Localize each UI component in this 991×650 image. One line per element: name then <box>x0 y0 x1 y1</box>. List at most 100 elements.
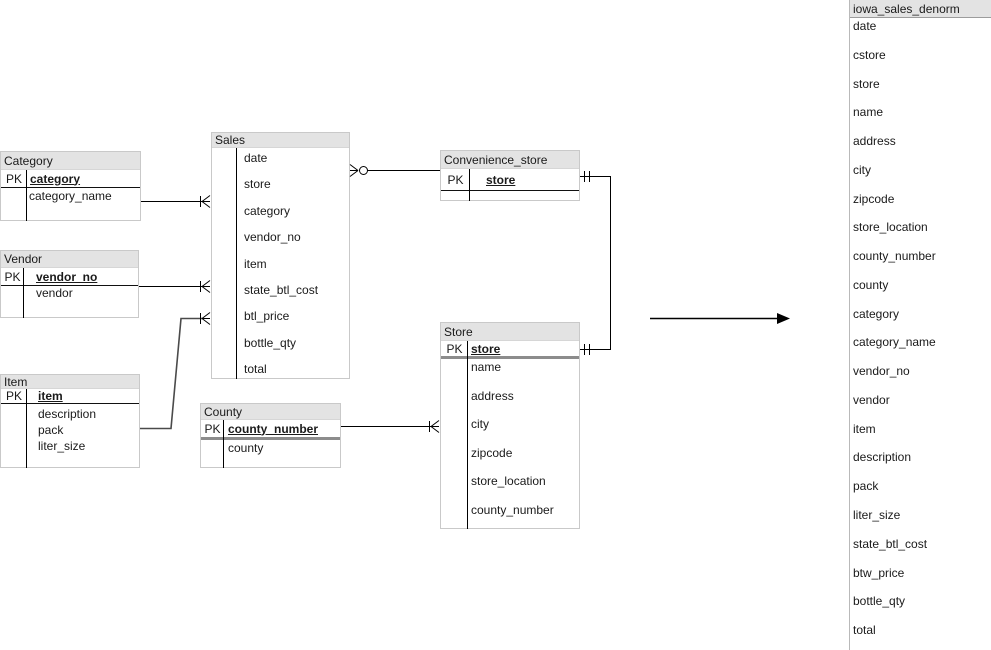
pk-row: PK store <box>441 341 579 359</box>
panel-iowa-sales-denorm[interactable]: iowa_sales_denorm date cstore store name add… <box>849 0 991 650</box>
field-name: name <box>471 360 502 374</box>
field-store: store <box>853 76 880 91</box>
table-convenience-store[interactable]: Convenience_store PK store <box>440 150 580 201</box>
field-address: address <box>853 134 896 149</box>
table-vendor[interactable]: Vendor PK vendor_no vendor <box>0 250 139 318</box>
field-category_name: category_name <box>29 189 112 203</box>
field-category_name: category_name <box>853 335 936 350</box>
field-item: item <box>853 421 876 436</box>
table-county[interactable]: County PK county_number county <box>200 403 341 468</box>
field-name: name <box>853 105 884 120</box>
pk-row: PK category <box>1 170 140 188</box>
rel-convenience-store-store[interactable] <box>580 171 611 355</box>
field-vendor: vendor <box>36 286 73 300</box>
pk-field-store: store <box>486 172 516 187</box>
table-store-title: Store <box>441 323 579 341</box>
crowfoot-many-icon <box>430 420 440 433</box>
field-list: vendor <box>1 286 138 317</box>
pk-row: PK county_number <box>201 420 340 440</box>
field-date: date <box>244 151 268 165</box>
table-category[interactable]: Category PK category category_name <box>0 151 141 221</box>
pk-field-item: item <box>38 389 63 403</box>
rel-vendor-sales[interactable] <box>139 280 211 293</box>
field-pack: pack <box>853 479 879 494</box>
field-list: date cstore store name address city zipcode sto… <box>850 18 991 650</box>
table-item-title: Item <box>1 375 139 389</box>
pk-field-vendor-no: vendor_no <box>36 269 98 284</box>
field-state_btl_cost: state_btl_cost <box>853 536 928 551</box>
field-list: county <box>201 440 340 464</box>
crowfoot-many-icon <box>349 164 359 177</box>
rel-category-sales[interactable] <box>141 195 211 208</box>
zero-circle-icon <box>359 166 368 175</box>
field-bottle_qty: bottle_qty <box>853 594 906 609</box>
field-description: description <box>38 407 97 421</box>
field-store: store <box>244 177 271 192</box>
field-category: category <box>244 203 291 218</box>
field-zipcode: zipcode <box>853 191 895 206</box>
field-total: total <box>853 623 876 638</box>
field-pack: pack <box>38 423 64 437</box>
pk-label: PK <box>204 421 221 436</box>
crowfoot-many-icon <box>201 195 211 208</box>
pk-label: PK <box>446 341 463 356</box>
pk-field-category: category <box>30 171 81 186</box>
pk-row: PK store <box>441 169 579 191</box>
field-county: county <box>228 441 264 455</box>
field-btl_price: btl_price <box>244 309 290 324</box>
field-vendor_no: vendor_no <box>244 230 301 245</box>
field-county: county <box>853 277 889 292</box>
rel-county-store[interactable] <box>341 420 440 433</box>
denorm-title: iowa_sales_denorm <box>850 0 991 18</box>
table-sales-title: Sales <box>212 133 349 148</box>
field-city: city <box>471 417 489 432</box>
table-store[interactable]: Store PK store name address city zipcode sto… <box>440 322 580 529</box>
field-store_location: store_location <box>471 474 546 489</box>
field-list: description pack liter_size <box>1 404 139 453</box>
pk-column-divider <box>469 169 470 201</box>
crowfoot-many-icon <box>201 280 211 293</box>
field-list: category_name <box>1 188 140 220</box>
pk-column-divider <box>26 389 27 468</box>
field-address: address <box>471 388 514 403</box>
pk-row: PK item <box>1 389 139 404</box>
pk-column-divider <box>26 170 27 221</box>
table-item[interactable]: Item PK item description pack liter_size <box>0 374 140 468</box>
field-liter_size: liter_size <box>38 439 86 453</box>
field-county_number: county_number <box>853 249 936 264</box>
pk-field-store: store <box>471 341 501 356</box>
field-description: description <box>853 450 912 465</box>
field-category: category <box>853 306 900 321</box>
field-item: item <box>244 256 267 271</box>
table-category-title: Category <box>1 152 140 170</box>
rel-sales-convenience-store[interactable] <box>349 164 440 177</box>
pk-label: PK <box>5 389 22 403</box>
field-zipcode: zipcode <box>471 445 513 460</box>
pk-column-divider <box>467 341 468 529</box>
field-vendor_no: vendor_no <box>853 364 910 379</box>
table-convenience-store-title: Convenience_store <box>441 151 579 169</box>
field-store_location: store_location <box>853 220 928 235</box>
field-btw_price: btw_price <box>853 565 905 580</box>
field-cstore: cstore <box>853 47 886 62</box>
pk-column-divider <box>23 268 24 318</box>
field-total: total <box>244 362 267 377</box>
field-date: date <box>853 19 877 33</box>
arrow-right-icon <box>777 313 790 324</box>
table-county-title: County <box>201 404 340 420</box>
field-vendor: vendor <box>853 392 890 407</box>
pk-label: PK <box>4 269 21 284</box>
pk-column-divider <box>223 420 224 468</box>
pk-label: PK <box>5 171 22 186</box>
crowfoot-many-icon <box>201 312 211 325</box>
pk-column-divider <box>236 148 237 379</box>
field-city: city <box>853 162 871 177</box>
pk-field-county-number: county_number <box>228 421 319 436</box>
pk-label: PK <box>447 172 464 187</box>
denorm-transform-arrow[interactable] <box>650 313 790 324</box>
field-state_btl_cost: state_btl_cost <box>244 282 319 297</box>
